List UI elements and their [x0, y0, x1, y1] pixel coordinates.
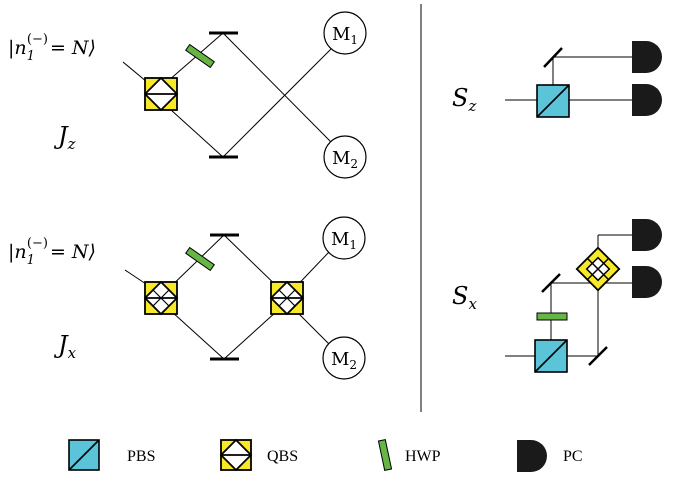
m1-sub: 1 — [349, 238, 357, 252]
jz-setup: M1 M2 |n1(−)= N⟩ Jz — [8, 11, 367, 179]
quarter-beam-splitter — [144, 77, 178, 111]
polarizing-beam-splitter — [536, 84, 570, 118]
quarter-beam-splitter — [575, 246, 621, 292]
input-state: |n1(−)= N⟩ — [8, 236, 96, 268]
legend-label-pbs: PBS — [127, 448, 155, 465]
legend-label-qbs: QBS — [267, 448, 298, 465]
m1-sub: 1 — [350, 33, 358, 47]
sx-setup: Sx — [452, 219, 662, 373]
jx-setup: M1 M2 |n1(−)= N⟩ Jx — [8, 216, 366, 380]
photon-counter — [632, 41, 662, 73]
photon-counter — [632, 219, 662, 251]
operator-sx: Sx — [452, 282, 477, 313]
half-wave-plate — [536, 312, 568, 321]
operator-jx: Jx — [53, 331, 77, 362]
half-wave-plate — [185, 43, 215, 69]
detector-m2 — [323, 135, 367, 179]
m2-letter: M — [332, 148, 350, 169]
mirror — [541, 273, 561, 293]
hwp-icon — [377, 439, 393, 471]
mirror — [588, 346, 608, 366]
detector-m1 — [323, 11, 367, 55]
detector-m1 — [322, 216, 366, 260]
m1-letter: M — [331, 229, 349, 250]
photon-counter — [632, 266, 662, 298]
legend: PBS QBS HWP PC — [68, 438, 583, 472]
m2-letter: M — [331, 349, 349, 370]
m2-sub: 2 — [349, 358, 357, 372]
mirror — [543, 47, 563, 68]
m2-sub: 2 — [350, 157, 358, 171]
pc-icon — [517, 440, 547, 472]
quarter-beam-splitter — [270, 281, 304, 315]
operator-sz: Sz — [452, 84, 476, 115]
svg-text:M1: M1 — [332, 24, 358, 47]
legend-label-hwp: HWP — [405, 448, 441, 465]
svg-text:M2: M2 — [332, 148, 358, 171]
m1-letter: M — [332, 24, 350, 45]
svg-text:M2: M2 — [331, 349, 357, 372]
detector-m2 — [322, 336, 366, 380]
pbs-icon — [68, 439, 100, 471]
sz-setup: Sz — [452, 41, 662, 118]
polarizing-beam-splitter — [534, 339, 568, 373]
operator-jz: Jz — [53, 122, 76, 153]
svg-text:M1: M1 — [331, 229, 357, 252]
half-wave-plate — [185, 246, 215, 272]
input-state: |n1(−)= N⟩ — [8, 32, 96, 64]
legend-label-pc: PC — [563, 448, 583, 465]
quarter-beam-splitter — [144, 281, 178, 315]
photon-counter — [632, 84, 662, 116]
qbs-icon — [219, 438, 253, 472]
